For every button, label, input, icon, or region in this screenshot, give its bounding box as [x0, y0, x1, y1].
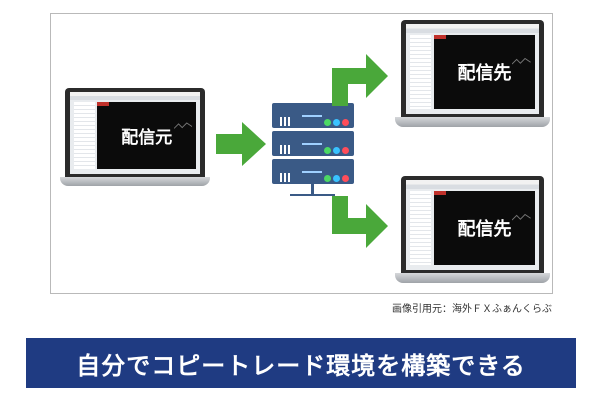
server-stand — [311, 184, 314, 194]
source-label: 配信元 — [121, 127, 173, 148]
arrow-to-top-destination — [332, 54, 388, 106]
server-icon — [272, 103, 354, 187]
destination-laptop-bottom: 配信先 — [395, 176, 550, 286]
arrow-to-server — [216, 122, 266, 166]
arrow-to-bottom-destination — [332, 196, 388, 248]
server-stand-base — [290, 194, 335, 196]
destination-label-top: 配信先 — [457, 62, 512, 84]
headline-banner: 自分でコピートレード環境を構築できる — [26, 338, 576, 388]
headline-text: 自分でコピートレード環境を構築できる — [76, 351, 526, 380]
destination-laptop-top: 配信先 — [395, 20, 550, 130]
destination-screen-top: 配信先 — [406, 24, 539, 114]
source-laptop: 配信元 — [60, 88, 210, 188]
destination-label-bottom: 配信先 — [457, 218, 512, 240]
source-screen: 配信元 — [70, 92, 200, 174]
destination-screen-bottom: 配信先 — [406, 180, 539, 270]
image-credit-caption: 画像引用元：海外ＦＸふぁんくらぶ — [392, 304, 552, 315]
